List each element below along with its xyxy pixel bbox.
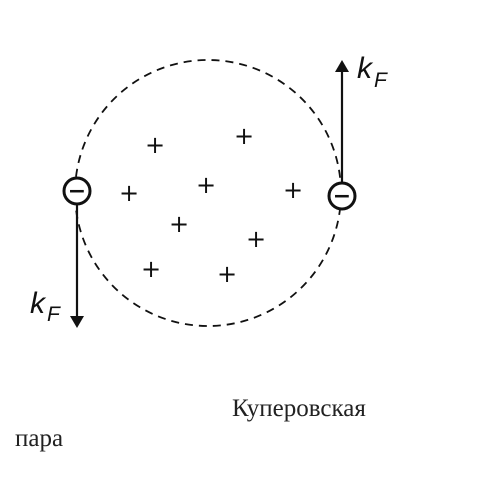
electron-circle: [62, 176, 92, 206]
electron-right: −: [327, 60, 357, 211]
momentum-subscript: F: [47, 303, 61, 326]
lattice-ion: +: [169, 210, 189, 238]
lattice-ion: +: [141, 255, 161, 283]
momentum-subscript: F: [374, 69, 388, 92]
caption-subtitle: пара: [15, 425, 64, 452]
momentum-label-right: k F: [357, 52, 388, 92]
lattice-ion: +: [217, 260, 237, 288]
caption-title: Куперовская: [232, 395, 366, 422]
electron-circle: [327, 181, 357, 211]
momentum-label-left: k F: [30, 287, 61, 326]
momentum-symbol: k: [357, 52, 374, 85]
lattice-ion: +: [145, 131, 165, 159]
electron-left: −: [62, 176, 92, 328]
lattice-ion: +: [246, 225, 266, 253]
lattice-ion: +: [283, 176, 303, 204]
momentum-symbol: k: [30, 287, 47, 320]
lattice-ion: +: [234, 122, 254, 150]
electron-minus-sign: −: [333, 184, 351, 209]
electron-minus-sign: −: [68, 179, 86, 204]
lattice-ions: + + + + + + + + +: [119, 122, 303, 288]
lattice-ion: +: [196, 171, 216, 199]
lattice-ion: +: [119, 179, 139, 207]
